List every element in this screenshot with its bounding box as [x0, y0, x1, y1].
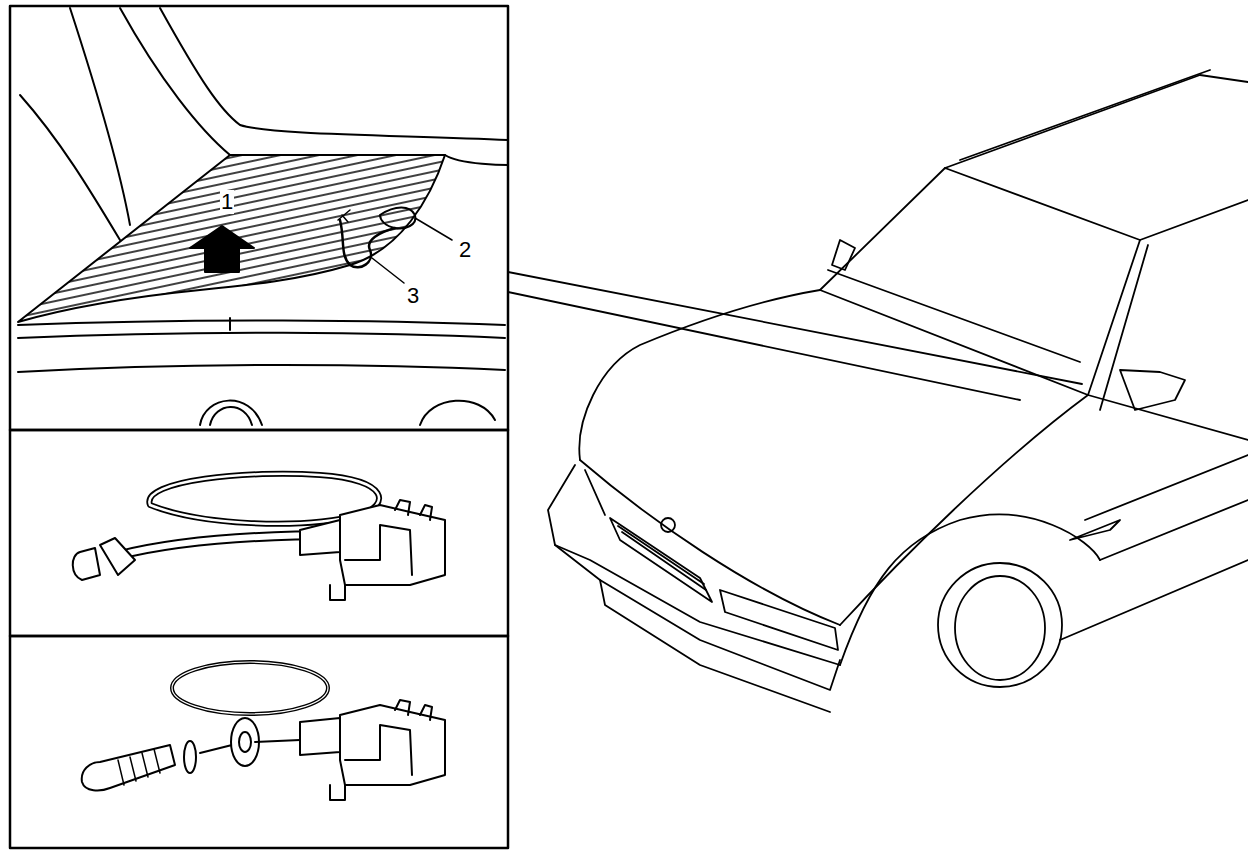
- release-cable-wire: [82, 662, 445, 800]
- pointer-line: [508, 272, 1082, 384]
- callout-number: 2: [458, 238, 472, 262]
- inset-frame: [10, 430, 508, 636]
- pointer-line: [508, 292, 1020, 400]
- callout-number: 1: [220, 190, 234, 214]
- hood-detail: [18, 8, 508, 425]
- release-cable-sleeved: [73, 474, 445, 600]
- car-body: [548, 70, 1248, 712]
- inset-frame: [10, 636, 508, 848]
- callout-number: 3: [406, 284, 420, 308]
- inset-frame: [10, 6, 508, 430]
